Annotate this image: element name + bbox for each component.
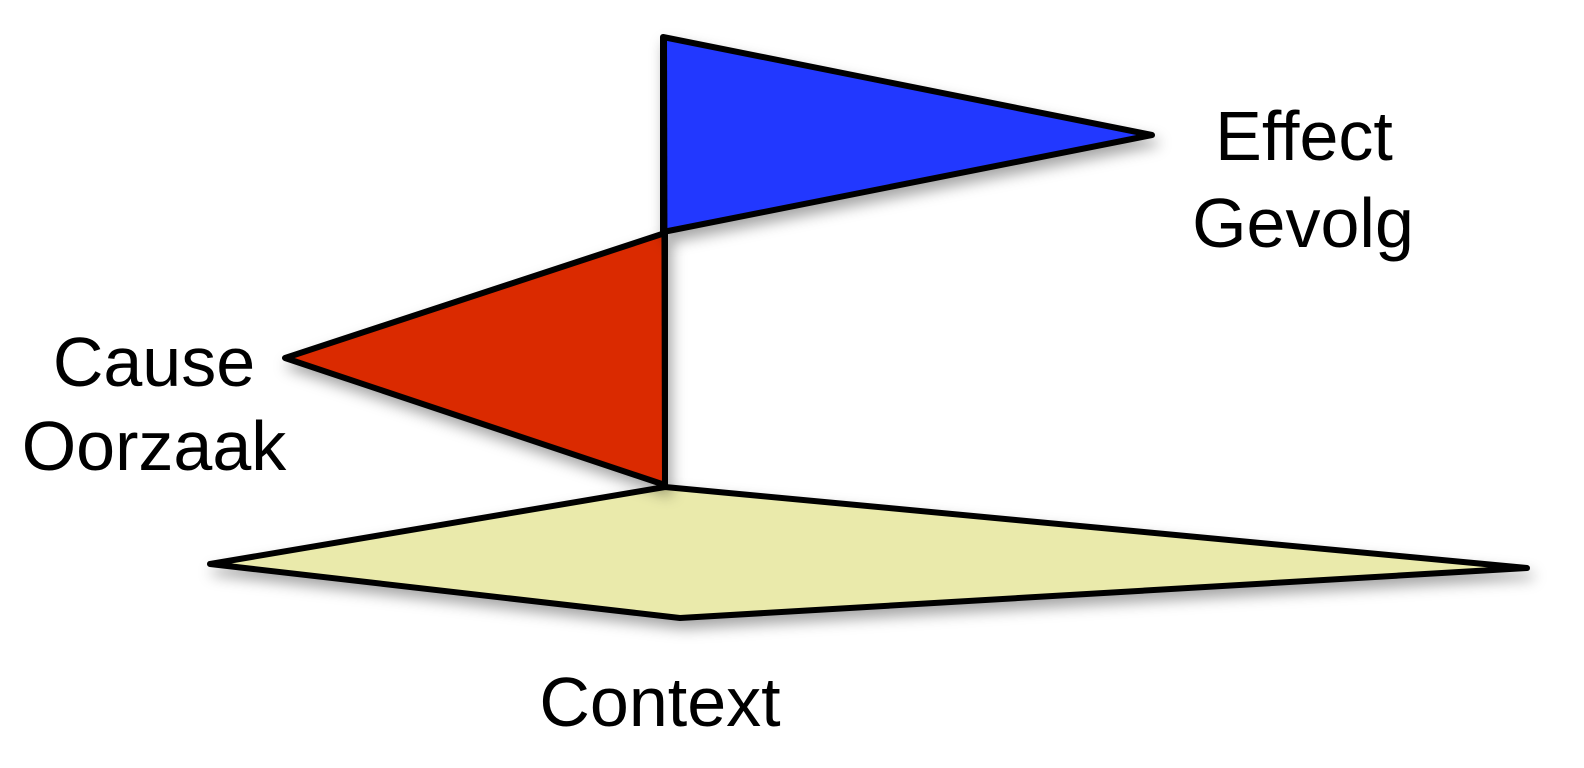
effect-translation-label: Gevolg [1192,184,1414,262]
flag-pole [661,34,668,489]
context-label: Context [539,663,780,741]
cause-label: Cause [53,323,255,401]
effect-flag [660,34,1155,235]
cause-flag [282,230,668,488]
cause-translation-label: Oorzaak [22,407,288,485]
effect-label: Effect [1215,97,1393,175]
context-plane [207,484,1530,621]
